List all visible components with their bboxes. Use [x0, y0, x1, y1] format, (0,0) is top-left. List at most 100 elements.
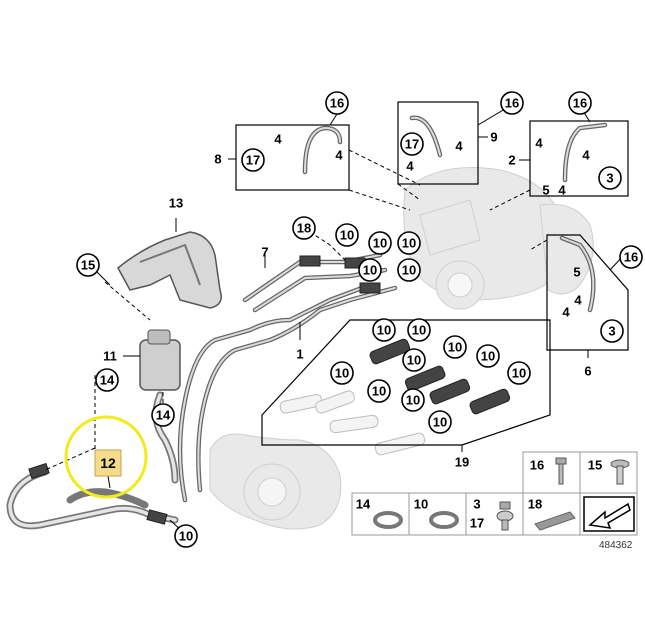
part-12-highlight-box	[94, 449, 122, 477]
callout-2[interactable]: 2	[508, 153, 515, 168]
legend-label-18: 18	[528, 497, 542, 512]
callout-10[interactable]: 10	[330, 361, 354, 385]
callout-13[interactable]: 13	[169, 196, 183, 211]
callout-19[interactable]: 19	[455, 455, 469, 470]
callout-4[interactable]: 4	[274, 132, 282, 147]
bolt-icon	[555, 457, 567, 485]
callout-4[interactable]: 4	[574, 293, 582, 308]
torx-screw-icon	[610, 459, 630, 485]
legend-label-14: 14	[356, 497, 371, 512]
callout-8[interactable]: 8	[214, 152, 221, 167]
callout-10[interactable]: 10	[372, 318, 396, 342]
callout-10[interactable]: 10	[407, 318, 431, 342]
callout-16[interactable]: 16	[500, 91, 524, 115]
svg-text:10: 10	[433, 415, 447, 430]
callout-10[interactable]: 10	[358, 258, 382, 282]
diagram-number: 484362	[599, 540, 633, 551]
bracket-illustration	[117, 231, 222, 309]
svg-text:10: 10	[402, 236, 416, 251]
callout-4[interactable]: 4	[335, 148, 343, 163]
callout-14[interactable]: 14	[151, 403, 175, 427]
svg-text:17: 17	[246, 153, 260, 168]
callout-6[interactable]: 6	[584, 364, 591, 379]
callout-10[interactable]: 10	[443, 335, 467, 359]
callout-1[interactable]: 1	[296, 347, 303, 362]
legend-label-17: 17	[470, 516, 484, 531]
legend-label-3: 3	[473, 497, 480, 512]
legend-label-16: 16	[530, 458, 544, 473]
legend-label-10: 10	[414, 497, 428, 512]
callout-4[interactable]: 4	[582, 148, 590, 163]
svg-text:10: 10	[377, 323, 391, 338]
callouts: 16 16 16 16 17 17 3 3 18 15 14 14 10 10 …	[76, 91, 643, 548]
svg-text:14: 14	[100, 373, 115, 388]
svg-text:10: 10	[363, 263, 377, 278]
coolant-line-illustration	[177, 252, 398, 503]
callout-10[interactable]: 10	[397, 258, 421, 282]
callout-12[interactable]: 12	[100, 455, 116, 471]
callout-17[interactable]: 17	[400, 132, 424, 156]
svg-text:10: 10	[406, 393, 420, 408]
plain-labels: 4 4 4 4 4 4 4 4 4 5 5 8 9 2 6 7 1 13 11 …	[103, 130, 591, 470]
callout-4[interactable]: 4	[406, 159, 414, 174]
callout-10[interactable]: 10	[401, 388, 425, 412]
callout-3[interactable]: 3	[600, 319, 624, 343]
callout-14[interactable]: 14	[95, 368, 119, 392]
detail-box-8	[235, 124, 350, 191]
callout-4[interactable]: 4	[562, 305, 570, 320]
svg-text:16: 16	[573, 96, 587, 111]
callout-18[interactable]: 18	[292, 216, 316, 240]
callout-5[interactable]: 5	[542, 183, 549, 198]
svg-text:16: 16	[330, 96, 344, 111]
callout-16[interactable]: 16	[568, 91, 592, 115]
turbo-line-illustrations	[302, 115, 608, 313]
banjo-bolt-icon	[496, 501, 514, 531]
hose-sleeve-set-illustration	[279, 338, 511, 456]
turbocharger-illustration	[403, 167, 594, 310]
svg-text:15: 15	[81, 258, 95, 273]
detail-box-19	[261, 319, 551, 446]
svg-text:10: 10	[481, 349, 495, 364]
callout-5[interactable]: 5	[573, 265, 580, 280]
foam-pad-icon	[534, 511, 576, 531]
hose-clamp-icon	[429, 511, 459, 529]
callout-10[interactable]: 10	[367, 379, 391, 403]
callout-15[interactable]: 15	[76, 253, 100, 277]
svg-text:10: 10	[412, 323, 426, 338]
callout-9[interactable]: 9	[490, 130, 497, 145]
svg-text:14: 14	[156, 408, 171, 423]
svg-text:10: 10	[512, 366, 526, 381]
callout-17[interactable]: 17	[241, 148, 265, 172]
svg-text:10: 10	[372, 384, 386, 399]
callout-4[interactable]: 4	[535, 136, 543, 151]
callout-16[interactable]: 16	[325, 91, 349, 115]
callout-4[interactable]: 4	[558, 183, 566, 198]
callout-10[interactable]: 10	[174, 524, 198, 548]
callout-10[interactable]: 10	[402, 348, 426, 372]
callout-10[interactable]: 10	[428, 410, 452, 434]
svg-text:18: 18	[297, 221, 311, 236]
detail-box-2	[529, 120, 629, 197]
legend-grid: 16 15 14 10 3 17 18	[351, 451, 638, 551]
callout-16[interactable]: 16	[619, 245, 643, 269]
svg-text:10: 10	[335, 366, 349, 381]
callout-11[interactable]: 11	[103, 349, 117, 364]
callout-4[interactable]: 4	[455, 139, 463, 154]
svg-text:16: 16	[624, 250, 638, 265]
callout-10[interactable]: 10	[397, 231, 421, 255]
callout-10[interactable]: 10	[335, 223, 359, 247]
detail-box-9	[397, 101, 479, 185]
callout-10[interactable]: 10	[368, 231, 392, 255]
legend-label-15: 15	[588, 458, 602, 473]
svg-text:3: 3	[606, 171, 613, 186]
callout-10[interactable]: 10	[476, 344, 500, 368]
svg-text:10: 10	[340, 228, 354, 243]
svg-text:10: 10	[407, 353, 421, 368]
callout-3[interactable]: 3	[598, 166, 622, 190]
hose-clamp-icon	[373, 511, 403, 529]
svg-text:10: 10	[448, 340, 462, 355]
svg-text:16: 16	[505, 96, 519, 111]
callout-7[interactable]: 7	[261, 245, 268, 260]
callout-10[interactable]: 10	[507, 361, 531, 385]
